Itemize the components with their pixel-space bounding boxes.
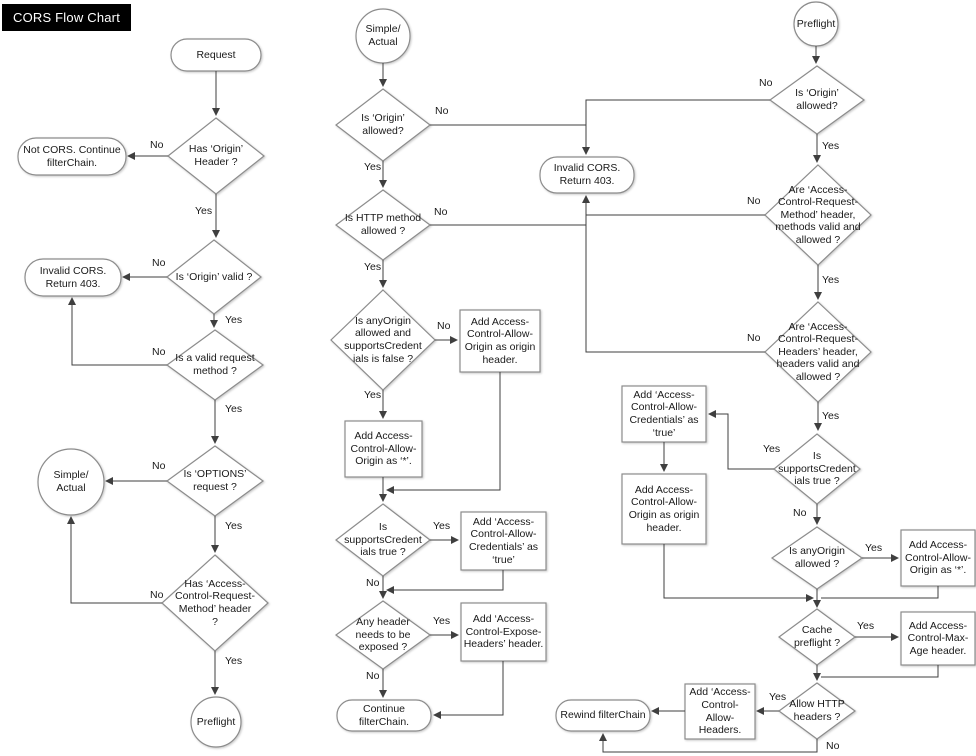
- decision-allow-http-headers-shape: [777, 682, 857, 740]
- edge-label-no: No: [747, 195, 761, 207]
- edge-label-yes: Yes: [364, 261, 382, 273]
- terminal-invalid-cors-left-shape: [24, 258, 122, 297]
- edge-supportscredright-yes: [708, 410, 774, 470]
- process-add-acac-true-right-shape: [621, 385, 707, 443]
- terminal-continue-filterchain-shape: [336, 699, 432, 732]
- edge-allowhttp-no: [599, 733, 818, 753]
- process-add-max-age-shape: [900, 611, 976, 666]
- decision-has-origin-shape: [167, 117, 265, 195]
- process-add-acao-star-right-shape: [900, 529, 976, 587]
- decision-acrh-valid-shape: [764, 301, 872, 403]
- edge-label-yes: Yes: [225, 314, 243, 326]
- chart-title: CORS Flow Chart: [2, 4, 132, 31]
- decision-origin-allowed-mid-shape: [335, 88, 431, 162]
- process-add-acao-star-mid-shape: [344, 420, 423, 478]
- edge-label-yes: Yes: [433, 615, 451, 627]
- decision-acrm-valid-shape: [764, 164, 872, 266]
- process-add-acac-true-mid-shape: [460, 511, 547, 571]
- terminal-invalid-cors-mid-shape: [539, 156, 635, 194]
- edge-label-yes: Yes: [364, 389, 382, 401]
- edge-label-no: No: [747, 332, 761, 344]
- edge-originallowedright-no: [582, 99, 770, 155]
- edge-acrhvalid-no: [582, 195, 765, 353]
- process-add-aceh-shape: [460, 602, 547, 662]
- edge-label-no: No: [366, 577, 380, 589]
- edge-label-yes: Yes: [769, 691, 787, 703]
- connector-simple-actual-left-shape: [37, 448, 105, 516]
- decision-cache-preflight-shape: [777, 608, 857, 666]
- edge-label-no: No: [434, 206, 448, 218]
- edge-acaoorigin-return: [386, 372, 501, 494]
- edge-label-yes: Yes: [364, 161, 382, 173]
- decision-supports-cred-mid-shape: [335, 503, 431, 577]
- edge-label-no: No: [150, 589, 164, 601]
- connector-preflight-left-shape: [190, 696, 242, 748]
- edge-label-yes: Yes: [857, 620, 875, 632]
- terminal-request-shape: [170, 38, 262, 72]
- decision-origin-valid-shape: [166, 239, 262, 315]
- edge-label-no: No: [152, 460, 166, 472]
- edge-label-yes: Yes: [225, 520, 243, 532]
- connector-simple-actual-mid-shape: [355, 8, 411, 64]
- edge-hasacrm-no: [67, 516, 162, 604]
- edge-label-yes: Yes: [822, 140, 840, 152]
- edge-label-no: No: [435, 105, 449, 117]
- edge-starright-return: [821, 586, 939, 599]
- edge-label-no: No: [152, 346, 166, 358]
- process-add-acah-shape: [684, 683, 756, 740]
- shapes: [17, 1, 976, 748]
- decision-options-request-shape: [165, 445, 265, 517]
- edge-label-yes: Yes: [763, 443, 781, 455]
- decision-anyorigin-supports-shape: [330, 289, 436, 391]
- decision-valid-method-shape: [165, 329, 265, 401]
- edge-label-yes: Yes: [225, 403, 243, 415]
- edge-maxage-return: [821, 665, 939, 678]
- decision-anyorigin-right-shape: [770, 526, 864, 590]
- edge-label-yes: Yes: [822, 274, 840, 286]
- edge-aceh-return: [433, 661, 504, 719]
- edge-label-no: No: [759, 77, 773, 89]
- decision-origin-allowed-right-shape: [768, 65, 866, 135]
- edge-acaooriginright-return: [663, 544, 814, 602]
- edge-label-no: No: [793, 507, 807, 519]
- edge-label-yes: Yes: [195, 205, 213, 217]
- decision-http-method-shape: [334, 189, 432, 261]
- decision-has-acrm-shape: [161, 554, 269, 652]
- decision-supports-cred-right-shape: [773, 433, 861, 505]
- terminal-not-cors-shape: [17, 137, 127, 176]
- edge-label-no: No: [152, 257, 166, 269]
- connectors: [67, 46, 939, 753]
- decision-any-header-exposed-shape: [334, 600, 432, 670]
- edge-label-no: No: [150, 139, 164, 151]
- terminal-rewind-filterchain-shape: [555, 699, 651, 732]
- edge-label-yes: Yes: [225, 655, 243, 667]
- edge-validmethod-no: [68, 297, 167, 366]
- edge-acactrue-return: [386, 570, 504, 594]
- edge-label-no: No: [366, 670, 380, 682]
- process-add-acao-origin-mid-shape: [459, 309, 541, 373]
- edge-label-yes: Yes: [433, 520, 451, 532]
- edge-label-yes: Yes: [865, 542, 883, 554]
- process-add-acao-origin-right-shape: [621, 473, 707, 545]
- connector-preflight-right-shape: [793, 1, 839, 47]
- edge-label-no: No: [826, 740, 840, 752]
- edge-label-no: No: [437, 320, 451, 332]
- edge-label-yes: Yes: [822, 410, 840, 422]
